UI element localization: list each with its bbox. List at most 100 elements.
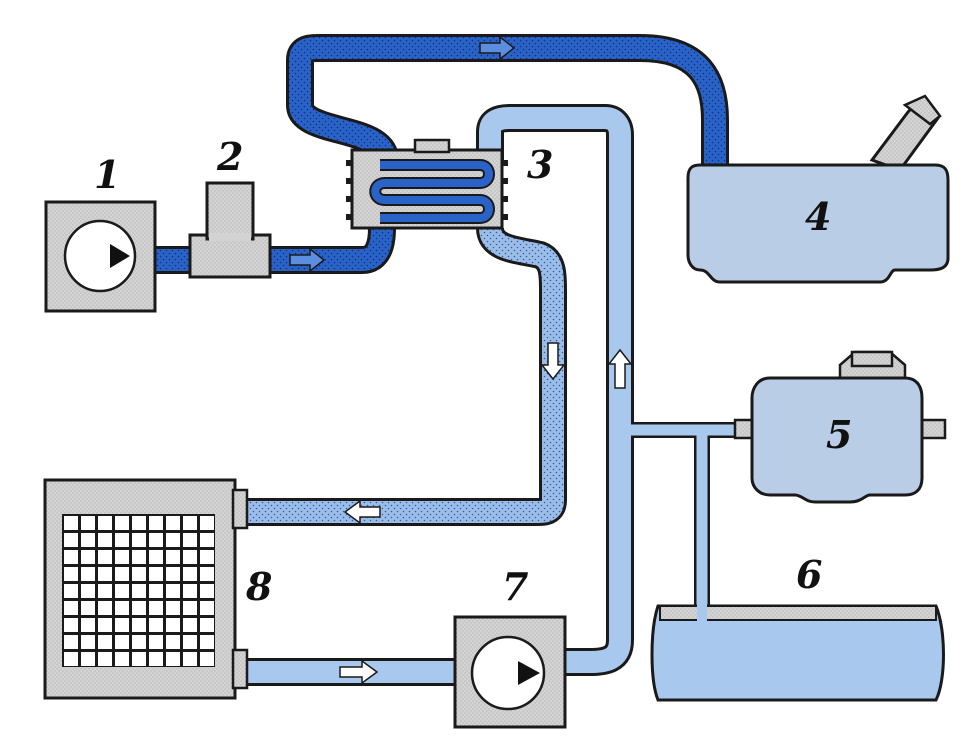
- radiator-cell: [166, 516, 180, 530]
- radiator-cell: [200, 516, 214, 530]
- radiator-cell: [200, 584, 214, 598]
- radiator-cell: [166, 635, 180, 649]
- radiator-cell: [183, 652, 197, 666]
- label-heat-exchanger: 3: [527, 142, 553, 187]
- radiator-cell: [98, 533, 112, 547]
- radiator-cell: [81, 635, 95, 649]
- radiator-cell: [64, 601, 78, 615]
- radiator-cell: [98, 516, 112, 530]
- radiator-cell: [81, 516, 95, 530]
- pump-icon: [63, 219, 137, 293]
- radiator-cell: [132, 533, 146, 547]
- radiator-cell: [81, 550, 95, 564]
- radiator-cell: [166, 618, 180, 632]
- flow-arrow-icon: [540, 342, 566, 381]
- radiator-cell: [115, 652, 129, 666]
- radiator-cell: [64, 635, 78, 649]
- radiator-cell: [132, 584, 146, 598]
- radiator-cell: [183, 567, 197, 581]
- radiator-cell: [132, 652, 146, 666]
- radiator-cell: [149, 533, 163, 547]
- radiator-cell: [115, 533, 129, 547]
- radiator: [43, 478, 249, 700]
- pipe-fills: [155, 37, 760, 683]
- radiator-cell: [115, 635, 129, 649]
- label-pump-left: 1: [94, 152, 120, 197]
- grid-icon: [62, 514, 215, 667]
- radiator-cell: [200, 652, 214, 666]
- radiator-cell: [183, 584, 197, 598]
- radiator-cell: [64, 533, 78, 547]
- radiator-cell: [81, 584, 95, 598]
- return-pipe: [479, 107, 631, 673]
- radiator-cell: [149, 567, 163, 581]
- radiator-cell: [81, 533, 95, 547]
- label-radiator: 8: [245, 564, 272, 609]
- radiator-cell: [183, 635, 197, 649]
- inlet-pipe: [155, 227, 393, 271]
- radiator-cell: [183, 618, 197, 632]
- label-tee: 2: [216, 134, 243, 179]
- radiator-cell: [166, 652, 180, 666]
- radiator-cell: [98, 601, 112, 615]
- radiator-cell: [183, 601, 197, 615]
- radiator-cell: [132, 516, 146, 530]
- radiator-cell: [64, 550, 78, 564]
- flow-arrow-icon: [607, 348, 633, 389]
- radiator-cell: [132, 550, 146, 564]
- radiator-cell: [115, 516, 129, 530]
- radiator-cell: [115, 601, 129, 615]
- radiator-cell: [149, 550, 163, 564]
- radiator-cell: [132, 635, 146, 649]
- flow-arrow-icon: [479, 35, 516, 61]
- flow-arrow-icon: [343, 499, 381, 525]
- radiator-cell: [64, 567, 78, 581]
- flow-arrow-icon: [289, 247, 326, 273]
- radiator-cell: [183, 550, 197, 564]
- radiator-cell: [200, 618, 214, 632]
- expansion-tank: [733, 350, 947, 504]
- flow-arrow-icon: [339, 659, 379, 685]
- radiator-cell: [132, 601, 146, 615]
- label-pump-right: 7: [502, 564, 528, 609]
- label-expansion-tank: 5: [826, 412, 852, 457]
- radiator-cell: [149, 584, 163, 598]
- hot-coolant-pipe: [289, 37, 726, 165]
- radiator-cell: [149, 635, 163, 649]
- radiator-cell: [183, 533, 197, 547]
- radiator-cell: [64, 516, 78, 530]
- radiator-cell: [200, 601, 214, 615]
- radiator-cell: [166, 533, 180, 547]
- radiator-cell: [115, 584, 129, 598]
- radiator-cell: [132, 618, 146, 632]
- heat-exchanger: [346, 138, 508, 230]
- radiator-cell: [98, 550, 112, 564]
- radiator-cell: [98, 618, 112, 632]
- pump-left: [44, 200, 157, 313]
- radiator-cell: [115, 618, 129, 632]
- label-tank: 4: [805, 194, 831, 239]
- radiator-cell: [64, 618, 78, 632]
- radiator-cell: [200, 567, 214, 581]
- pump-icon: [470, 635, 546, 711]
- radiator-cell: [200, 550, 214, 564]
- radiator-cell: [166, 584, 180, 598]
- coolant-tank: [686, 94, 950, 284]
- radiator-cell: [149, 652, 163, 666]
- radiator-cell: [81, 618, 95, 632]
- radiator-cell: [64, 584, 78, 598]
- radiator-cell: [166, 601, 180, 615]
- pump-right: [453, 615, 567, 729]
- radiator-cell: [200, 533, 214, 547]
- radiator-cell: [183, 516, 197, 530]
- flow-arrows: [289, 35, 633, 685]
- radiator-cell: [115, 550, 129, 564]
- radiator-cell: [200, 635, 214, 649]
- radiator-feed-pipe: [245, 226, 564, 523]
- tee-fitting: [188, 181, 272, 279]
- radiator-cell: [64, 652, 78, 666]
- radiator-cell: [81, 601, 95, 615]
- radiator-cell: [166, 550, 180, 564]
- drain-pipe: [650, 604, 945, 702]
